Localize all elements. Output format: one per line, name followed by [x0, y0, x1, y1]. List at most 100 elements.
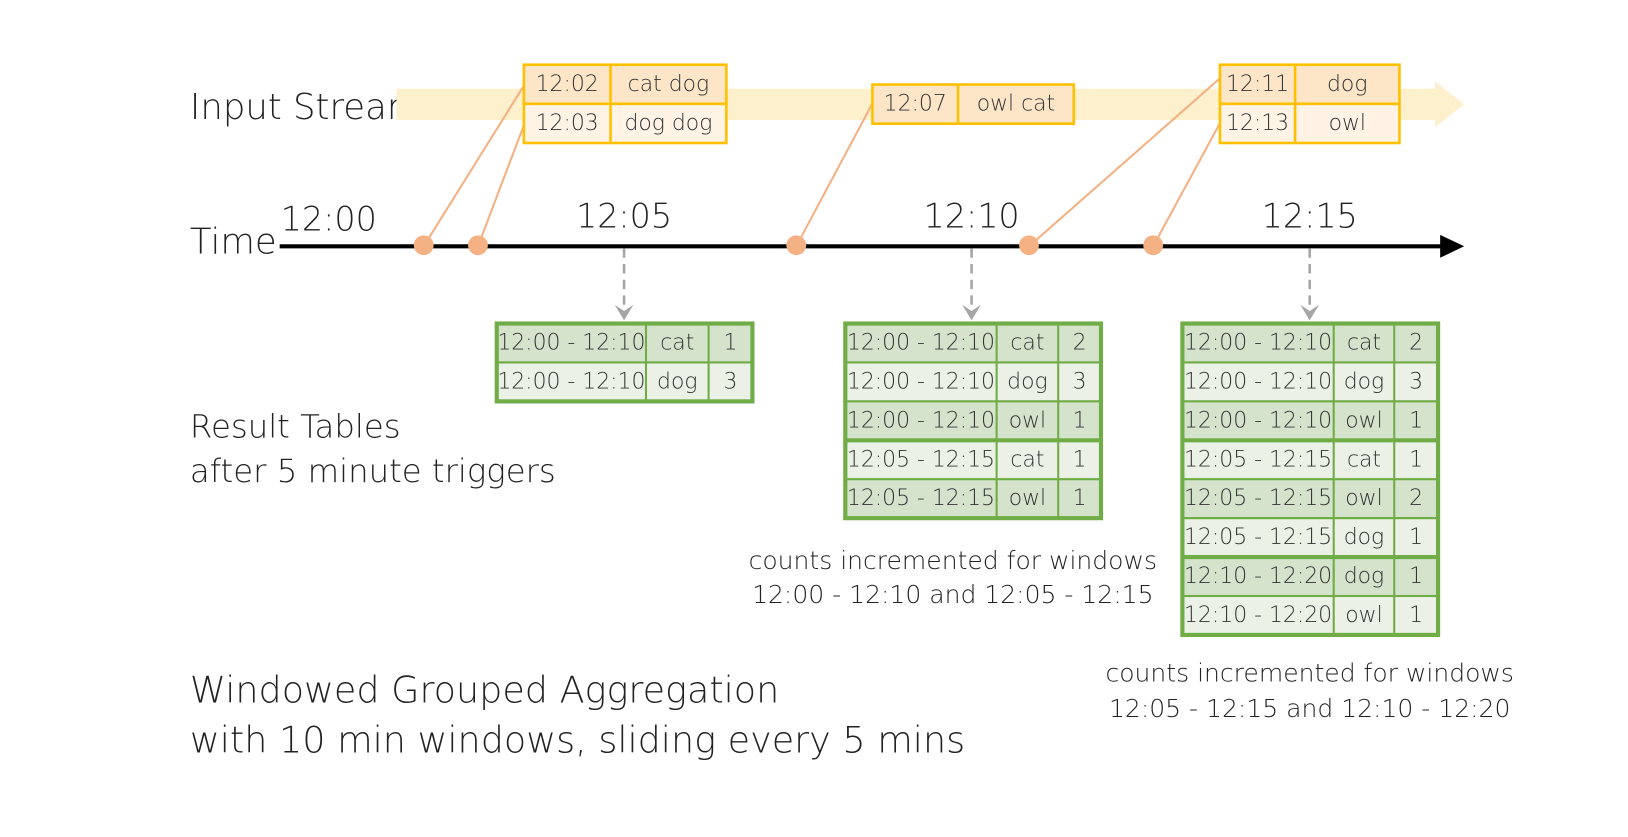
footer-title: Windowed Grouped Aggregation — [190, 668, 779, 711]
event-dot — [786, 235, 807, 256]
tick-label: 12:15 — [1262, 197, 1358, 236]
window-cell: 12:05 - 12:15 — [1184, 525, 1332, 550]
event-time: 12:02 — [536, 72, 599, 97]
trigger-arrow-head — [614, 304, 634, 321]
time-label: Time — [190, 222, 277, 263]
footer-subtitle: with 10 min windows, sliding every 5 min… — [190, 718, 965, 761]
window-cell: 12:00 - 12:10 — [1184, 330, 1332, 355]
table-row — [1181, 400, 1440, 442]
event-dot — [1019, 235, 1039, 256]
event-link-line — [1152, 122, 1221, 247]
table-border — [494, 321, 755, 404]
word-cell: dog — [1344, 369, 1384, 394]
table-row — [1181, 322, 1440, 364]
count-cell: 1 — [1073, 408, 1087, 433]
window-cell: 12:00 - 12:10 — [497, 330, 645, 355]
tick-label: 12:10 — [923, 197, 1019, 236]
count-cell: 3 — [1409, 369, 1423, 394]
window-cell: 12:10 - 12:20 — [1184, 564, 1332, 589]
stream-arrow-head — [1434, 81, 1465, 128]
window-cell: 12:05 - 12:15 — [1184, 447, 1332, 472]
window-cell: 12:05 - 12:15 — [847, 447, 995, 472]
word-cell: cat — [660, 330, 694, 355]
input-event-box: 12:07 owl cat — [871, 83, 1076, 125]
trigger-arrow-head — [962, 304, 981, 321]
input-event-box: 12:02 cat dog 12:03 dog dog — [522, 63, 728, 145]
word-cell: dog — [1344, 564, 1384, 589]
window-cell: 12:05 - 12:15 — [1184, 486, 1332, 511]
input-stream-label: Input Stream — [190, 87, 421, 128]
word-cell: owl — [1345, 408, 1382, 433]
count-cell: 1 — [1409, 525, 1423, 550]
count-cell: 3 — [1073, 369, 1087, 394]
tick-label: 12:05 — [576, 197, 672, 236]
count-cell: 1 — [1409, 603, 1423, 628]
table-row — [1181, 439, 1440, 481]
axis-arrow-head — [1440, 234, 1465, 258]
count-cell: 1 — [1073, 486, 1087, 511]
table-border — [843, 321, 1104, 521]
word-cell: cat — [1010, 330, 1044, 355]
result-table: 12:00 - 12:10 cat 2 12:00 - 12:10 dog 3 12:00 … — [843, 321, 1104, 521]
event-link-line — [1028, 77, 1221, 248]
word-cell: cat — [1010, 447, 1044, 472]
event-row — [1218, 102, 1401, 145]
event-time: 12:03 — [536, 111, 599, 136]
event-link-line — [795, 102, 874, 247]
count-cell: 2 — [1409, 486, 1423, 511]
count-cell: 1 — [724, 330, 738, 355]
table-row — [1181, 556, 1440, 598]
caption-line: counts incremented for windows — [749, 546, 1157, 575]
event-words: dog — [1327, 72, 1367, 97]
word-cell: dog — [657, 369, 697, 394]
tick-label: 12:00 — [281, 200, 377, 239]
result-tables-sublabel: after 5 minute triggers — [190, 452, 556, 490]
trigger-arrow-head — [1300, 304, 1320, 321]
event-time: 12:13 — [1226, 111, 1289, 136]
caption-line: counts incremented for windows — [1105, 658, 1513, 687]
count-cell: 1 — [1409, 564, 1423, 589]
window-cell: 12:00 - 12:10 — [847, 330, 995, 355]
window-cell: 12:00 - 12:10 — [1184, 369, 1332, 394]
event-words: owl cat — [977, 92, 1055, 117]
event-row — [522, 63, 728, 106]
window-cell: 12:10 - 12:20 — [1184, 603, 1332, 628]
input-event-box: 12:11 dog 12:13 owl — [1218, 63, 1401, 145]
event-words: owl — [1329, 111, 1366, 136]
event-link-line — [422, 85, 525, 247]
event-link-line — [476, 124, 525, 247]
event-dot — [1143, 235, 1164, 256]
caption-line: 12:05 - 12:15 and 12:10 - 12:20 — [1109, 694, 1510, 723]
event-time: 12:11 — [1226, 72, 1289, 97]
word-cell: cat — [1347, 330, 1381, 355]
time-axis — [279, 234, 1465, 321]
event-words: dog dog — [624, 111, 712, 136]
count-cell: 3 — [724, 369, 738, 394]
event-row — [871, 83, 1076, 125]
event-dot — [468, 235, 488, 256]
event-dot — [413, 235, 434, 256]
event-row — [522, 102, 728, 145]
word-cell: owl — [1345, 486, 1382, 511]
window-cell: 12:05 - 12:15 — [847, 486, 995, 511]
result-tables-label: Result Tables — [190, 407, 401, 445]
event-time: 12:07 — [884, 92, 947, 117]
window-cell: 12:00 - 12:10 — [847, 369, 995, 394]
count-cell: 2 — [1409, 330, 1423, 355]
word-cell: dog — [1007, 369, 1047, 394]
word-cell: owl — [1009, 408, 1046, 433]
word-cell: owl — [1345, 603, 1382, 628]
count-cell: 1 — [1409, 447, 1423, 472]
caption-line: 12:00 - 12:10 and 12:05 - 12:15 — [752, 580, 1153, 609]
window-cell: 12:00 - 12:10 — [847, 408, 995, 433]
word-cell: cat — [1347, 447, 1381, 472]
event-row — [1218, 63, 1401, 106]
count-cell: 2 — [1073, 330, 1087, 355]
word-cell: owl — [1009, 486, 1046, 511]
window-cell: 12:00 - 12:10 — [1184, 408, 1332, 433]
event-words: cat dog — [628, 72, 709, 97]
count-cell: 1 — [1073, 447, 1087, 472]
result-table: 12:00 - 12:10 cat 2 12:00 - 12:10 dog 3 12:00 … — [1180, 321, 1441, 638]
